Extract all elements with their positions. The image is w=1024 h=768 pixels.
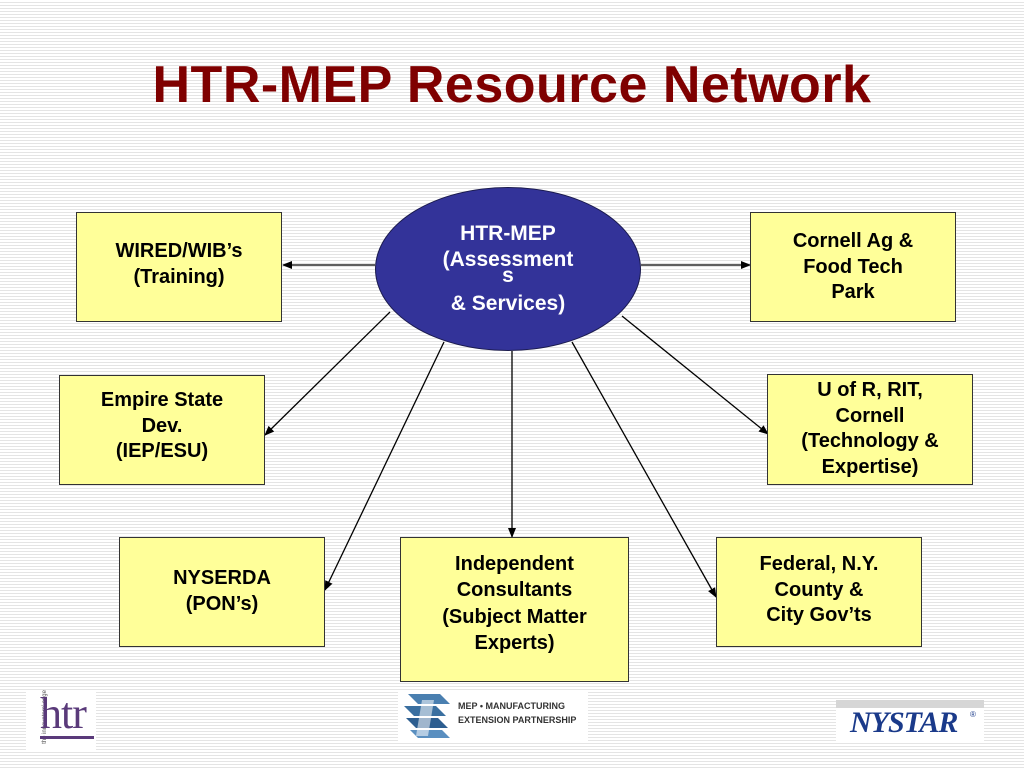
htr-logo: the innovators' edge htr [26,689,96,752]
htr-wordmark: htr [40,689,87,738]
nystar-logo: NYSTAR ® [836,700,984,742]
arrow-to-nyserda [324,341,445,591]
hub-htr-mep: HTR-MEP (Assessment s & Services) [375,187,641,351]
node-text: (PON’s) [185,592,259,615]
node-text: Experts) [474,631,555,654]
node-federal-gov: Federal, N.Y. County & City Gov’ts [716,537,922,647]
node-uofr-rit-cornell: U of R, RIT, Cornell (Technology & Exper… [767,374,973,485]
hub-label-line2: (Assessment [442,247,574,271]
nystar-wordmark: NYSTAR [850,706,958,739]
node-text: Consultants [456,578,573,601]
node-text: (Subject Matter [442,606,587,629]
mep-logo: MEP • MANUFACTURING EXTENSION PARTNERSHI… [398,690,588,742]
nystar-registered-mark: ® [970,710,976,719]
arrow-to-federal [571,341,717,598]
node-text: (IEP/ESU) [115,440,209,463]
node-text: Expertise) [821,455,919,478]
arrow-to-uofr [621,315,769,435]
node-text: (Technology & [801,430,939,453]
node-text: WIRED/WIB’s [115,240,243,262]
hub-label-line4: & Services) [450,292,566,316]
node-nyserda: NYSERDA (PON’s) [119,537,325,647]
mep-line1: MEP • MANUFACTURING [458,701,565,711]
nystar-top-bar [836,700,984,708]
node-text: (Training) [133,265,225,288]
node-text: Park [831,281,875,304]
mep-line2: EXTENSION PARTNERSHIP [458,714,577,725]
node-text: Independent [455,553,574,575]
mep-text: MEP • MANUFACTURING EXTENSION PARTNERSHI… [458,700,576,727]
node-text: Empire State [100,389,224,411]
node-empire-state: Empire State Dev. (IEP/ESU) [59,375,265,485]
node-text: Cornell Ag & [792,230,914,252]
page-title: HTR-MEP Resource Network [152,56,872,114]
node-text: City Gov’ts [766,604,872,627]
node-text: Food Tech [803,255,903,278]
node-cornell-ag: Cornell Ag & Food Tech Park [750,212,956,322]
mep-emblem-icon [404,694,450,738]
node-text: Federal, N.Y. [759,553,879,575]
hub-label-line1: HTR-MEP [460,221,556,245]
arrow-to-empire [264,311,391,436]
node-text: Cornell [835,404,905,427]
htr-underline [40,736,94,739]
node-text: NYSERDA [173,567,271,589]
node-text: County & [774,578,864,601]
node-text: Dev. [141,414,183,437]
node-independent-consultants: Independent Consultants (Subject Matter … [400,537,629,682]
hub-label-line3: s [502,264,514,287]
node-wired-wib: WIRED/WIB’s (Training) [76,212,282,322]
node-text: U of R, RIT, [817,379,923,401]
